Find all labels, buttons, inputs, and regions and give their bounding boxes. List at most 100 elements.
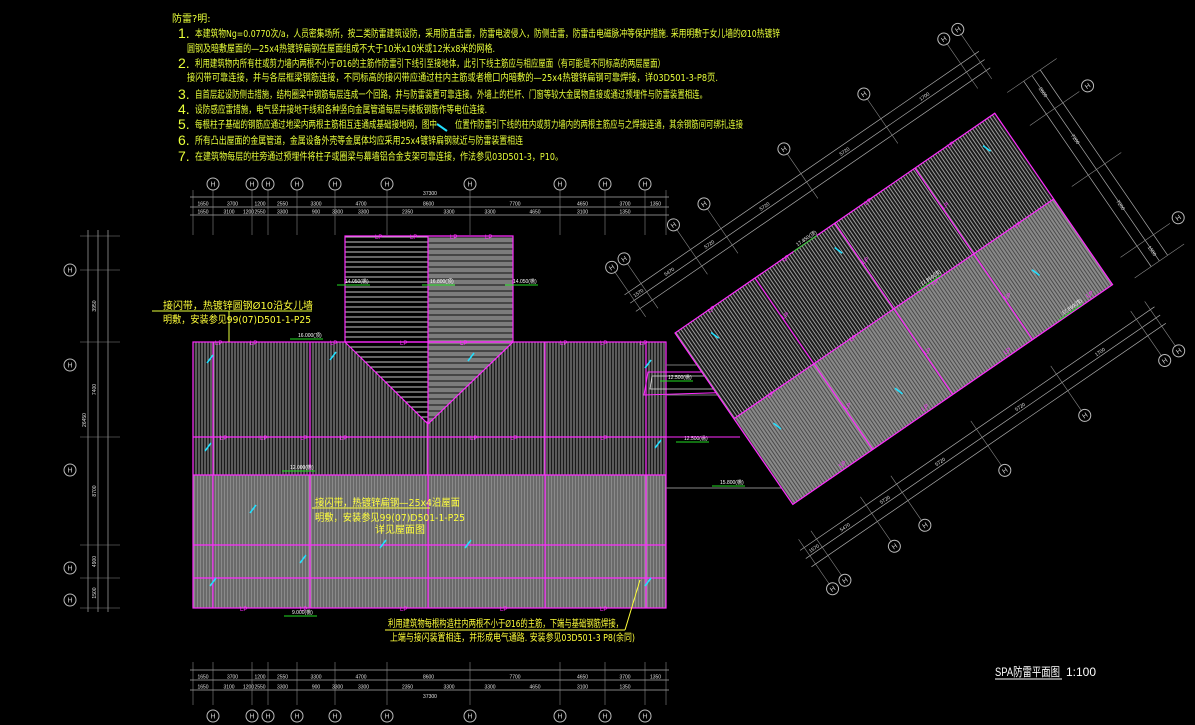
axis-label: H xyxy=(891,543,899,552)
axis-label: H xyxy=(294,182,299,189)
dimension-text: 7700 xyxy=(509,202,520,208)
axis-bubble: H xyxy=(553,177,567,191)
grid-line xyxy=(786,152,819,199)
axis-bubble: H xyxy=(598,177,612,191)
axis-label: H xyxy=(249,714,254,721)
note-number: 7. xyxy=(178,148,190,164)
axis-bubble: H xyxy=(857,87,871,101)
grid-line xyxy=(1130,310,1163,357)
dimension-text: 3300 xyxy=(358,685,369,691)
callout-column-line2: 上端与接闪装置相连，并形成电气通路. 安装参见03D501-3 P8(余同) xyxy=(390,631,635,644)
dimension-text: 1570 xyxy=(808,543,821,554)
lp-marker: LP xyxy=(1003,347,1012,356)
dimension-text: 2350 xyxy=(402,210,413,216)
axis-label: H xyxy=(670,221,678,230)
dimension-text: 2550 xyxy=(254,685,265,691)
axis-circle-icon xyxy=(887,539,901,553)
axis-label: H xyxy=(67,268,72,275)
lp-marker: LP xyxy=(510,436,517,442)
dimension-line xyxy=(635,67,991,312)
callout-parapet-line1: 接闪带，热镀锌圆钢Ø10沿女儿墙 xyxy=(163,299,313,312)
downconductor-icon xyxy=(772,422,782,430)
lp-marker: LP xyxy=(861,257,870,266)
axis-label: H xyxy=(265,182,270,189)
dimension-total: 37300 xyxy=(423,694,437,700)
dimension-text: 4900 xyxy=(92,556,98,567)
axis-bubble: H xyxy=(1158,353,1172,367)
callout-parapet: 接闪带，热镀锌圆钢Ø10沿女儿墙 明敷，安装参见99(07)D501-1-P25 xyxy=(152,299,313,342)
axis-bubble: H xyxy=(380,177,394,191)
axis-label: H xyxy=(921,522,929,531)
grid-line xyxy=(890,475,923,522)
dimension-text: 3100 xyxy=(223,685,234,691)
grid-line xyxy=(1007,58,1057,93)
axis-circle-icon xyxy=(380,177,394,191)
axis-label: H xyxy=(621,255,629,264)
axis-bubble: H xyxy=(937,32,951,46)
lp-marker: LP xyxy=(864,198,873,207)
axis-label: H xyxy=(608,264,616,273)
elevation-label: 12.000(檐) xyxy=(290,464,314,471)
axis-label: H xyxy=(67,468,72,475)
axis-bubble: H xyxy=(290,709,304,723)
axis-label: H xyxy=(1084,82,1092,91)
dimension-text: 5720 xyxy=(839,146,852,157)
callout-column-line1: 利用建筑物每根构造柱内两根不小于Ø16的主筋，下端与基础钢筋焊接， xyxy=(388,617,623,630)
lp-marker: LP xyxy=(375,235,382,241)
tower-right-roof xyxy=(428,236,513,424)
axis-label: H xyxy=(1001,467,1009,476)
note-number: 6. xyxy=(178,132,190,148)
axis-circle-icon xyxy=(261,709,275,723)
axis-label: H xyxy=(249,182,254,189)
grid-line xyxy=(960,33,993,80)
note-number: 4. xyxy=(178,101,190,117)
axis-bubble: H xyxy=(63,561,77,575)
dimension-text: 3300 xyxy=(443,685,454,691)
axis-bubble: H xyxy=(63,463,77,477)
axis-circle-icon xyxy=(666,218,680,232)
axis-label: H xyxy=(557,714,562,721)
elevation-label: 15.800(檐) xyxy=(720,479,744,486)
lp-marker: LP xyxy=(921,404,930,413)
axis-label: H xyxy=(860,91,868,100)
lp-marker: LP xyxy=(707,305,716,314)
grid-line xyxy=(866,97,899,144)
lp-marker: LP xyxy=(250,341,257,347)
axis-circle-icon xyxy=(998,463,1012,477)
axis-bubble: H xyxy=(918,518,932,532)
lp-marker: LP xyxy=(215,341,222,347)
dimension-text: 1700 xyxy=(1094,347,1107,358)
axis-circle-icon xyxy=(598,177,612,191)
axis-circle-icon xyxy=(937,32,951,46)
axis-label: H xyxy=(1081,412,1089,421)
axis-circle-icon xyxy=(463,709,477,723)
dimension-text: 1350 xyxy=(650,202,661,208)
axis-bubble: H xyxy=(1081,79,1095,93)
dimension-text: 3100 xyxy=(223,210,234,216)
lp-marker: LP xyxy=(460,341,467,347)
axis-bubble: H xyxy=(206,709,220,723)
dimension-text: 1200 xyxy=(243,685,254,691)
lp-marker: LP xyxy=(470,436,477,442)
axis-bubble: H xyxy=(598,709,612,723)
axis-circle-icon xyxy=(838,573,852,587)
axis-circle-icon xyxy=(697,197,711,211)
grid-line xyxy=(1120,223,1171,258)
dimension-text: 8700 xyxy=(92,485,98,496)
grid-line xyxy=(1134,243,1185,279)
lp-marker: LP xyxy=(260,436,267,442)
dimension-text: 3300 xyxy=(277,685,288,691)
axis-label: H xyxy=(294,714,299,721)
axis-circle-icon xyxy=(598,709,612,723)
dimension-text: 3300 xyxy=(277,210,288,216)
dimension-text: 1200 xyxy=(243,210,254,216)
dimension-text: 1350 xyxy=(619,210,630,216)
note-line: 接闪带可靠连接，并与各层框梁钢筋连接，不同标高的接闪带应通过柱内主筋或者檐口内暗… xyxy=(187,71,718,84)
elevation-mark-icon xyxy=(1058,303,1083,321)
axis-label: H xyxy=(780,145,788,154)
lightning-mesh xyxy=(192,235,667,609)
dimension-line xyxy=(629,59,985,304)
axis-bubble: H xyxy=(463,177,477,191)
